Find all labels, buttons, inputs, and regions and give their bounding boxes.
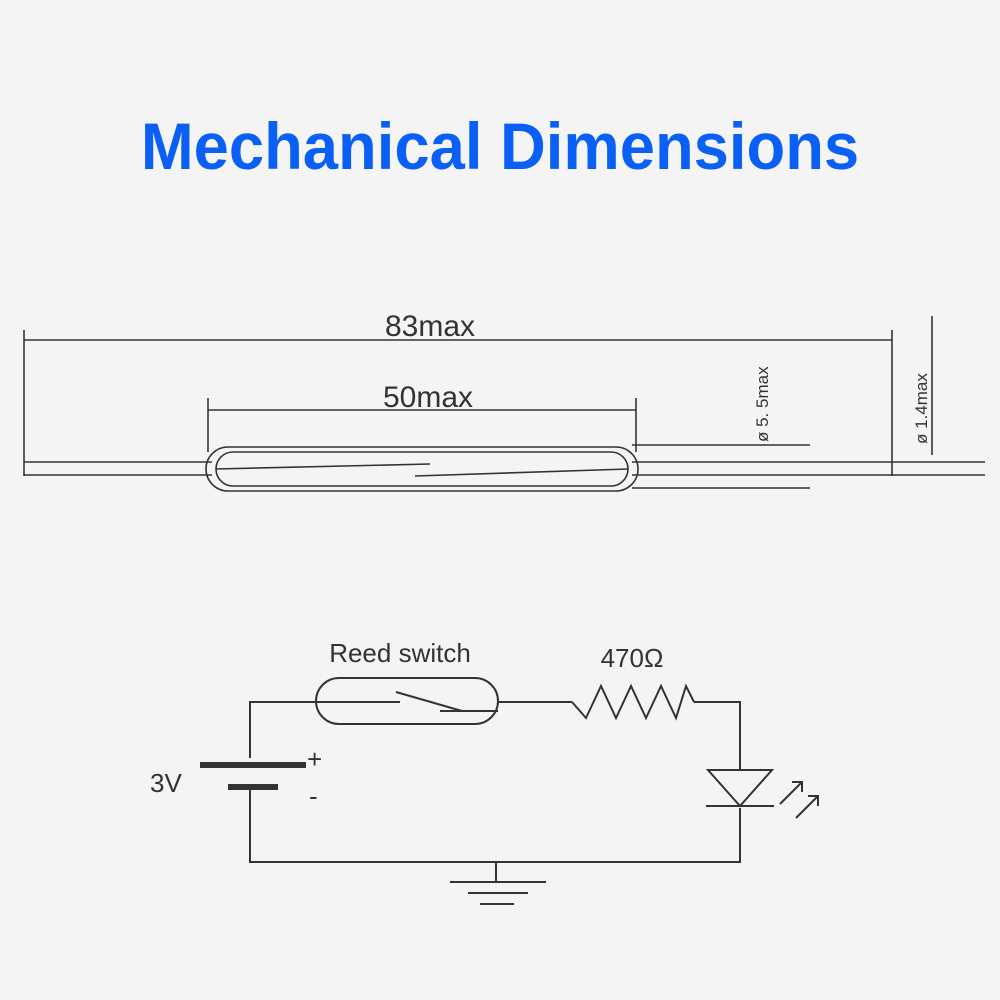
- reed-switch-blade: [395, 691, 463, 712]
- reed-switch-label: Reed switch: [329, 638, 471, 668]
- resistor-label: 470Ω: [601, 643, 664, 673]
- circuit-schematic: [200, 677, 819, 905]
- lead-diameter-label: ø 1.4max: [912, 373, 931, 444]
- wire-resistor-to-led: [694, 701, 741, 770]
- battery-voltage-label: 3V: [150, 768, 182, 798]
- mechanical-drawing: [23, 316, 985, 492]
- wire-led-to-ground: [249, 788, 741, 863]
- led-arrow-2: [795, 795, 819, 819]
- reed-blade-left: [215, 463, 431, 470]
- wire-battery-to-switch: [249, 701, 316, 758]
- overall-length-label: 83max: [385, 310, 475, 343]
- reed-blade-right: [414, 468, 629, 477]
- glass-envelope-outer: [205, 446, 639, 492]
- battery-plus-label: +: [307, 744, 322, 774]
- glass-length-label: 50max: [383, 381, 473, 414]
- battery-minus-label: -: [309, 781, 318, 811]
- led-triangle: [705, 769, 775, 808]
- glass-diameter-label: ø 5. 5max: [753, 366, 772, 442]
- resistor-symbol: [571, 683, 695, 721]
- led-arrow-1-head: [792, 781, 803, 792]
- led-arrow-1: [779, 781, 803, 805]
- led-arrow-2-head: [808, 795, 819, 806]
- page-title: Mechanical Dimensions: [140, 109, 860, 183]
- glass-envelope-inner: [215, 451, 629, 487]
